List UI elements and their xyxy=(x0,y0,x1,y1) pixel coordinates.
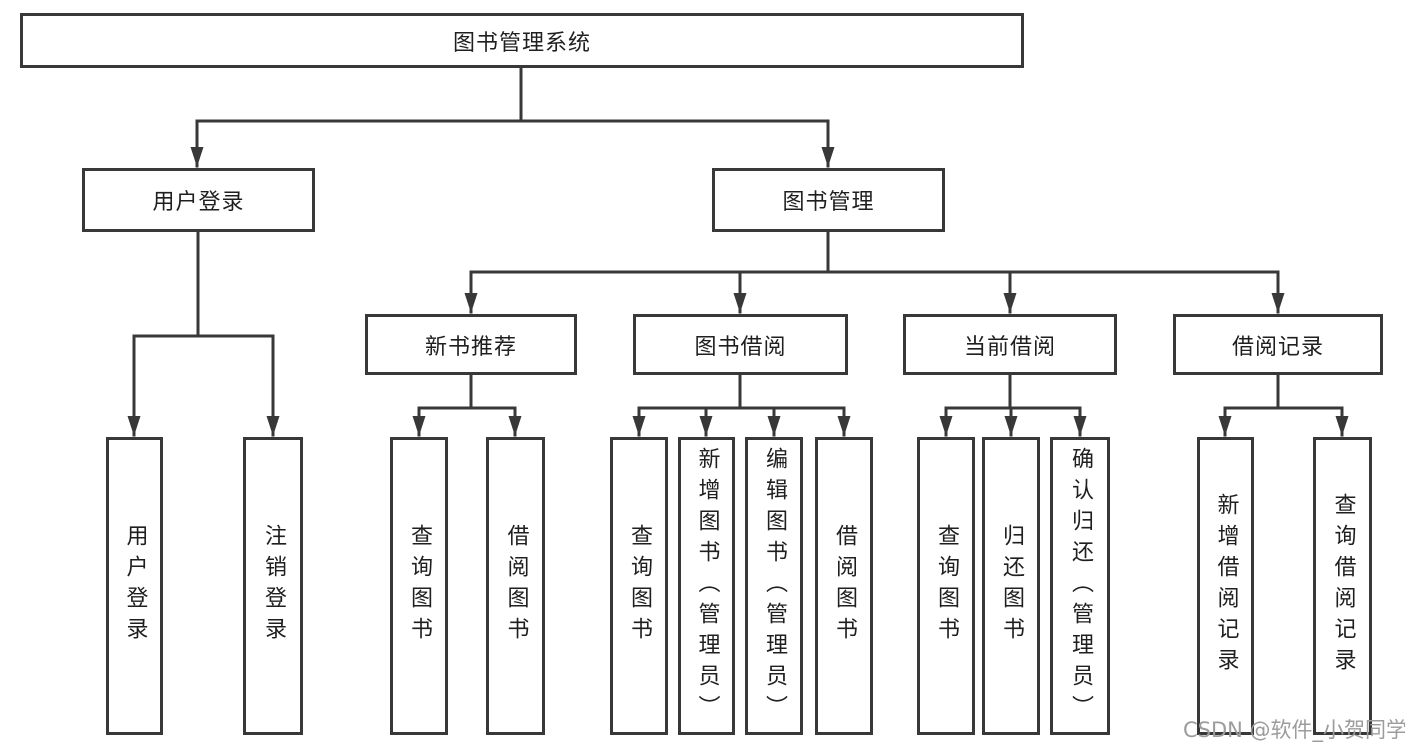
leaf-query-borrow-record: 查询借阅记录 xyxy=(1313,437,1372,735)
leaf-add-borrow-record: 新增借阅记录 xyxy=(1197,437,1254,735)
node-user-login-label: 用户登录 xyxy=(152,190,245,215)
leaf-user-login: 用户登录 xyxy=(106,437,163,735)
node-root-label: 图书管理系统 xyxy=(452,30,591,56)
node-book-borrowing-label: 图书借阅 xyxy=(694,334,787,360)
node-new-book-recommend-label: 新书推荐 xyxy=(424,334,517,360)
node-user-login: 用户登录 xyxy=(82,168,315,232)
csdn-watermark: CSDN @软件_小贺同学 xyxy=(1183,718,1405,742)
leaf-query-books-current: 查询图书 xyxy=(917,437,975,735)
leaf-edit-books-admin: 编辑图书（管理员） xyxy=(745,437,803,735)
node-root: 图书管理系统 xyxy=(20,13,1024,68)
node-current-borrowing-label: 当前借阅 xyxy=(963,334,1056,360)
leaf-confirm-return-admin: 确认归还（管理员） xyxy=(1050,437,1110,735)
node-borrow-records-label: 借阅记录 xyxy=(1231,334,1324,360)
leaf-query-books-borrowing: 查询图书 xyxy=(610,437,668,735)
leaf-borrow-books-recommend: 借阅图书 xyxy=(486,437,545,735)
node-new-book-recommend: 新书推荐 xyxy=(365,314,577,375)
node-current-borrowing: 当前借阅 xyxy=(903,314,1117,375)
node-book-management: 图书管理 xyxy=(712,168,945,232)
node-borrow-records: 借阅记录 xyxy=(1173,314,1383,375)
leaf-add-books-admin: 新增图书（管理员） xyxy=(678,437,735,735)
node-book-borrowing: 图书借阅 xyxy=(633,314,848,375)
leaf-query-books-recommend: 查询图书 xyxy=(390,437,448,735)
leaf-borrow-books: 借阅图书 xyxy=(815,437,873,735)
node-book-management-label: 图书管理 xyxy=(782,190,875,215)
leaf-logout: 注销登录 xyxy=(243,437,303,735)
leaf-return-books: 归还图书 xyxy=(982,437,1040,735)
